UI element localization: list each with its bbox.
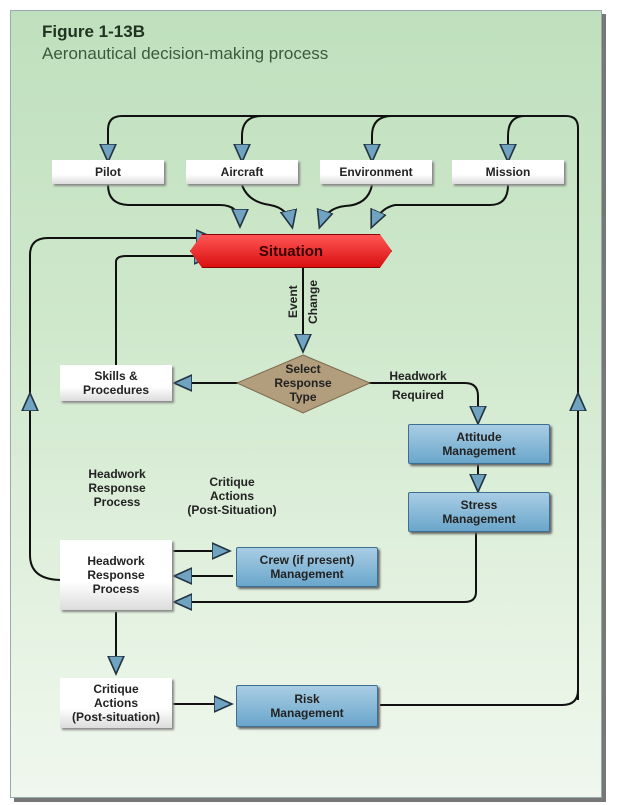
node-crew-management: Crew (if present) Management [236,547,378,587]
line: Process [93,495,141,509]
line: Management [270,567,344,581]
line: Crew (if present) [259,553,355,567]
node-pilot: Pilot [52,160,164,184]
node-risk-management: Risk Management [236,685,378,727]
line: Skills & [94,369,138,383]
line: Risk [294,692,320,706]
line: Critique [209,475,255,489]
label-critique-actions: Critique Actions (Post-Situation) [172,475,292,517]
select-response-diamond [235,354,372,414]
line: Actions [209,489,254,503]
node-mission: Mission [452,160,564,184]
edge-label-event: Event [286,285,300,318]
line: Headwork [389,369,447,383]
node-skills-procedures: Skills & Procedures [60,365,172,401]
line: Actions [93,696,138,710]
line: Procedures [82,383,150,397]
node-attitude-management: Attitude Management [408,424,550,464]
loop-aircraft [242,115,263,160]
figure-caption: Aeronautical decision-making process [42,44,329,63]
loop-top [108,115,579,700]
line: Management [442,444,516,458]
line: Headwork [87,554,145,568]
line: Critique [93,682,139,696]
edge-label-change: Change [306,279,320,324]
line: Response [88,481,146,495]
line: (Post-situation) [72,710,160,724]
node-stress-management: Stress Management [408,492,550,532]
node-aircraft: Aircraft [186,160,298,184]
line: Required [391,388,444,402]
line: Process [92,582,140,596]
label-headwork-response-process: Headwork Response Process [72,467,162,509]
loop-env [372,115,393,160]
line: Response [274,376,332,390]
line: Stress [460,498,498,512]
node-situation: Situation [190,234,392,268]
line: Management [442,512,516,526]
line: Headwork [88,467,146,481]
edge-label-headwork-required: Headwork Required [378,367,458,405]
line: Type [289,390,317,404]
node-critique-actions: Critique Actions (Post-situation) [60,678,172,728]
loop-mission [508,115,526,160]
line: Select [285,362,321,376]
node-select-response-type: Select Response Type [263,362,343,404]
node-headwork-response-process: Headwork Response Process [60,540,172,610]
line: Attitude [456,430,502,444]
figure-number: Figure 1-13B [42,22,145,41]
line: Management [270,706,344,720]
node-environment: Environment [320,160,432,184]
line: Response [87,568,145,582]
line: (Post-Situation) [187,503,277,517]
